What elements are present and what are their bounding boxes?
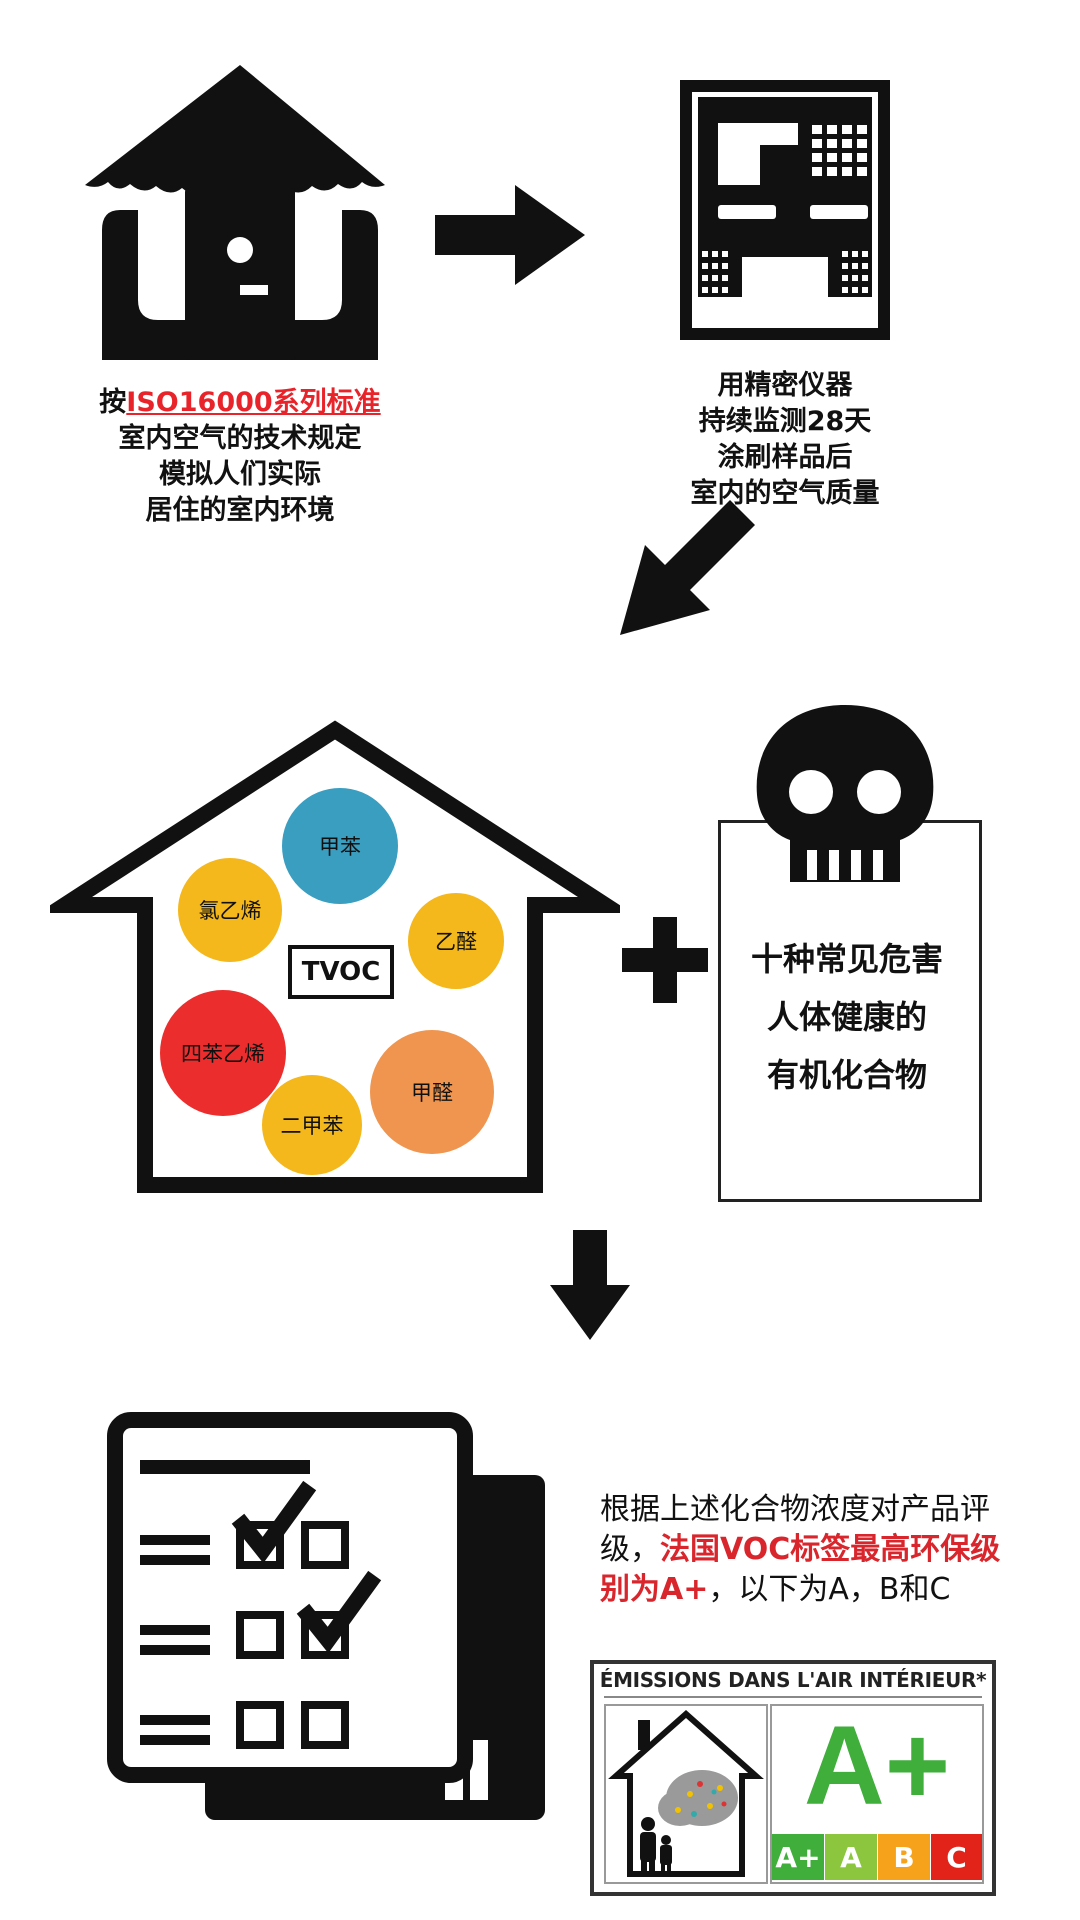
iso-standard-highlight: ISO16000系列标准 [126, 387, 381, 418]
voc-label-title: ÉMISSIONS DANS L'AIR INTÉRIEUR* [599, 1668, 987, 1692]
danger-card-line-1: 十种常见危害 [750, 940, 943, 978]
rating-description-plain-1: 根据上述化合物浓度对产品评级， [600, 1492, 990, 1567]
compound-acetaldehyde: 乙醛 [408, 893, 504, 989]
checklist-icon [107, 1412, 545, 1820]
step1-caption-line-4: 居住的室内环境 [145, 495, 335, 526]
step1-caption-line-3: 模拟人们实际 [159, 459, 321, 490]
compound-vinyl-chloride: 氯乙烯 [178, 858, 282, 962]
voc-label-divider [604, 1696, 982, 1698]
grade-b: B [878, 1834, 930, 1880]
step2-caption-line-2: 持续监测28天 [698, 406, 872, 437]
tvoc-label: TVOC [288, 945, 394, 999]
compound-formaldehyde: 甲醛 [370, 1030, 494, 1154]
arrow-down-icon [550, 1230, 630, 1340]
compound-toluene: 甲苯 [282, 788, 398, 904]
danger-card-line-2: 人体健康的 [766, 998, 927, 1036]
grade-scale: A+ A B C [772, 1834, 982, 1880]
instrument-icon [680, 80, 890, 340]
voc-label-grade-panel: A+ A+ A B C [770, 1704, 984, 1884]
compound-xylene: 二甲苯 [262, 1075, 362, 1175]
grade-a-plus: A+ [772, 1834, 824, 1880]
big-grade-text: A+ [803, 1704, 951, 1828]
skull-icon [756, 705, 934, 882]
voc-label-house-panel [604, 1704, 768, 1884]
step2-caption-line-4: 室内的空气质量 [690, 478, 880, 509]
arrow-right-icon [435, 185, 585, 285]
compound-tetraphenylethylene: 四苯乙烯 [160, 990, 286, 1116]
arrow-down-left-icon [620, 500, 755, 635]
voc-emission-label: ÉMISSIONS DANS L'AIR INTÉRIEUR* A+ A+ A … [590, 1660, 996, 1896]
grade-a: A [825, 1834, 877, 1880]
step1-caption-line-1: 按ISO16000系列标准 [90, 385, 390, 421]
indoor-air-house-icon [608, 1709, 764, 1877]
danger-card-text: 十种常见危害 人体健康的 有机化合物 [720, 930, 974, 1104]
step2-caption-line-1: 用精密仪器 [717, 370, 853, 401]
danger-card-line-3: 有机化合物 [766, 1056, 927, 1094]
rating-description-highlight: 法国VOC标签最高环保级别为A+ [600, 1532, 1001, 1607]
step2-caption: 用精密仪器 持续监测28天 涂刷样品后 室内的空气质量 [655, 368, 915, 512]
rating-description: 根据上述化合物浓度对产品评级，法国VOC标签最高环保级别为A+，以下为A，B和C [600, 1490, 1005, 1610]
step1-caption: 按ISO16000系列标准 室内空气的技术规定 模拟人们实际 居住的室内环境 [90, 385, 390, 529]
rating-description-plain-2: ，以下为A，B和C [708, 1572, 951, 1607]
house-icon [85, 65, 385, 360]
step2-caption-line-3: 涂刷样品后 [717, 442, 853, 473]
step1-caption-line-2: 室内空气的技术规定 [118, 423, 362, 454]
tvoc-house-outline [50, 720, 620, 1193]
step1-caption-prefix: 按 [99, 387, 127, 418]
danger-card [718, 820, 982, 1202]
plus-icon [622, 917, 708, 1003]
grade-c: C [931, 1834, 982, 1880]
